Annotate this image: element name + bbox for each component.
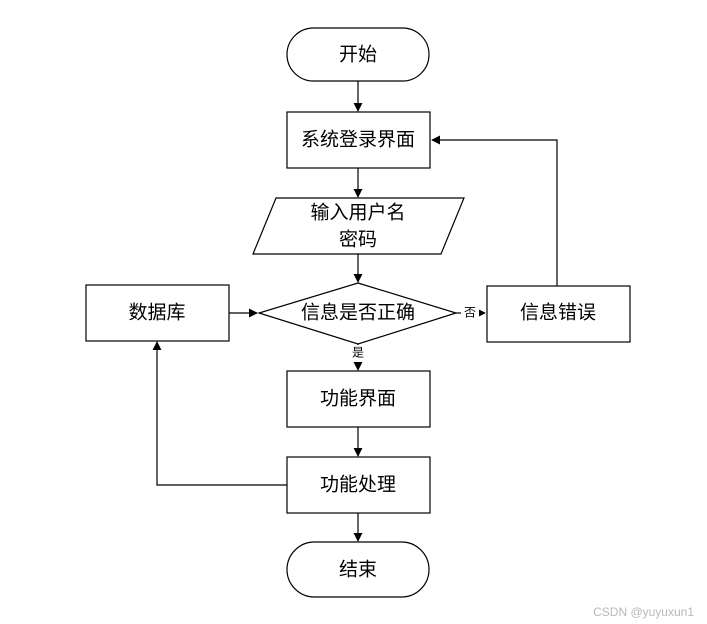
node-info-error-label: 信息错误	[520, 302, 596, 324]
watermark-text: CSDN @yuyuxun1	[593, 605, 694, 619]
edge-label-yes: 是	[352, 346, 364, 360]
node-start-label: 开始	[339, 44, 377, 66]
process-shape	[85, 284, 230, 342]
node-check-info-label: 信息是否正确	[301, 302, 415, 324]
terminator-shape	[286, 541, 430, 598]
process-shape	[286, 370, 431, 428]
edge-label-yes-bg	[349, 345, 367, 362]
node-check-info: 信息是否正确	[256, 282, 459, 345]
process-shape	[486, 285, 631, 343]
node-end-label: 结束	[339, 559, 377, 581]
node-input-credentials-label-line1: 输入用户名	[310, 202, 405, 224]
edge-error-to-login	[431, 135, 558, 286]
process-shape	[286, 456, 431, 514]
node-info-error: 信息错误	[486, 285, 631, 343]
edge-label-no: 否	[464, 306, 476, 320]
node-login-screen: 系统登录界面	[286, 111, 431, 169]
input-output-shape	[252, 197, 465, 255]
node-login-screen-label: 系统登录界面	[301, 129, 415, 151]
node-end: 结束	[286, 541, 430, 598]
node-start: 开始	[286, 27, 430, 82]
node-database: 数据库	[85, 284, 230, 342]
decision-shape	[256, 282, 459, 345]
node-input-credentials-label-line2: 密码	[339, 229, 377, 251]
node-database-label: 数据库	[128, 302, 185, 324]
node-function-processing: 功能处理	[286, 456, 431, 514]
node-input-credentials: 输入用户名 密码	[252, 197, 465, 255]
process-shape	[286, 111, 431, 169]
edge-processing-to-database	[152, 341, 287, 486]
node-function-processing-label: 功能处理	[320, 474, 396, 496]
node-function-screen-label: 功能界面	[320, 388, 396, 410]
node-function-screen: 功能界面	[286, 370, 431, 428]
terminator-shape	[286, 27, 430, 82]
edge-label-no-bg	[461, 305, 479, 321]
